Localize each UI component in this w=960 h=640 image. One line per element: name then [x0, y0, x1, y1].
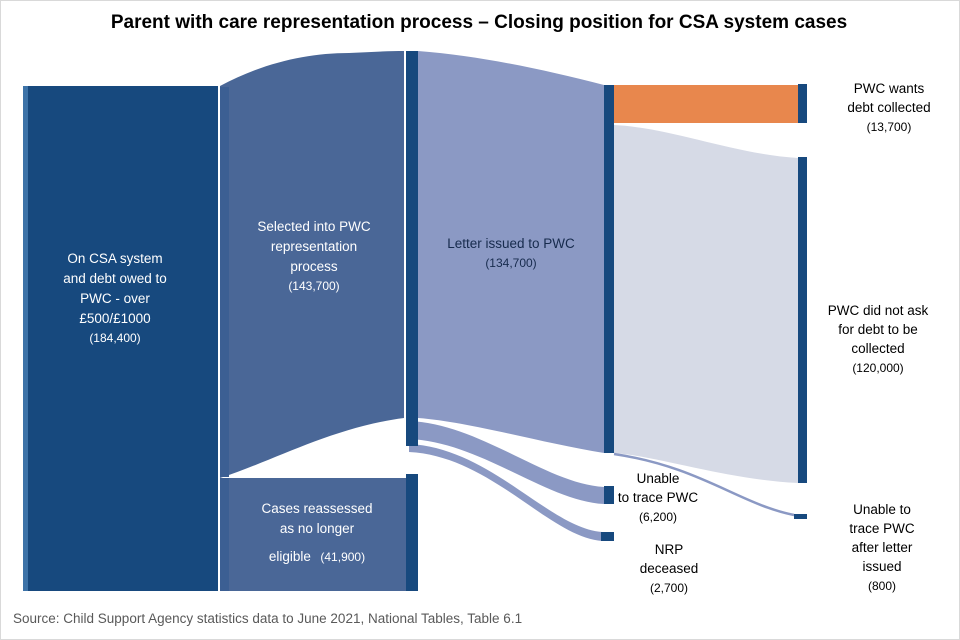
flow-letter-to-wants [614, 85, 798, 123]
node-csa-highlight [23, 86, 28, 591]
label-unable-value: (6,200) [639, 510, 677, 524]
node-reassessed-endbar [406, 474, 418, 591]
label-unableafter-line3: after letter [852, 540, 913, 555]
label-csa-line4: £500/£1000 [79, 311, 150, 326]
node-reassessed-edge-strip [220, 478, 229, 591]
node-letter-endbar [604, 85, 614, 453]
label-csa: On CSA system and debt owed to PWC - ove… [63, 251, 167, 345]
label-wants-line1: PWC wants [854, 81, 925, 96]
label-selected: Selected into PWC representation process… [257, 219, 371, 293]
label-unable-line1: Unable [637, 471, 680, 486]
chart-title: Parent with care representation process … [111, 12, 847, 33]
label-unableafter: Unable to trace PWC after letter issued … [849, 502, 915, 593]
label-letter-value: (134,700) [485, 256, 536, 270]
label-didnotask-line2: for debt to be [838, 322, 918, 337]
endbar-didnotask [798, 157, 807, 483]
label-csa-line3: PWC - over [80, 291, 150, 306]
flow-selected-to-letter [418, 51, 604, 453]
label-letter-line1: Letter issued to PWC [447, 236, 575, 251]
label-didnotask-value: (120,000) [852, 361, 903, 375]
label-nrp: NRP deceased (2,700) [640, 542, 699, 595]
label-csa-line2: and debt owed to [63, 271, 167, 286]
flow-letter-to-didnotask [614, 125, 798, 483]
flow-letter-to-unableafter [613, 452, 795, 517]
label-nrp-value: (2,700) [650, 581, 688, 595]
label-wants-value: (13,700) [867, 120, 912, 134]
label-didnotask: PWC did not ask for debt to be collected… [828, 303, 929, 375]
label-unable-line2: to trace PWC [618, 490, 699, 505]
label-reassessed-line2: as no longer [280, 521, 355, 536]
label-letter: Letter issued to PWC (134,700) [447, 236, 575, 270]
label-selected-line2: representation [271, 239, 357, 254]
node-csa-rect [23, 86, 218, 591]
label-wants-line2: debt collected [847, 100, 930, 115]
label-reassessed-value: (41,900) [320, 550, 365, 564]
label-csa-line1: On CSA system [67, 251, 162, 266]
label-unableafter-line4: issued [862, 559, 901, 574]
label-reassessed-line1: Cases reassessed [261, 501, 372, 516]
label-reassessed: Cases reassessed as no longer eligible (… [261, 501, 372, 565]
label-nrp-line1: NRP [655, 542, 684, 557]
label-wants: PWC wants debt collected (13,700) [847, 81, 930, 134]
endbar-unableafter [794, 514, 807, 519]
endbar-nrp [601, 532, 614, 541]
label-selected-line1: Selected into PWC [257, 219, 371, 234]
flow-csa-to-selected [220, 51, 404, 478]
label-unableafter-value: (800) [868, 579, 896, 593]
label-reassessed-line3: eligible (41,900) [269, 548, 365, 565]
node-selected-edge-strip [220, 87, 229, 477]
flow-selected-to-nrp [409, 444, 602, 541]
endbar-wants [798, 84, 807, 123]
label-selected-value: (143,700) [288, 279, 339, 293]
label-selected-line3: process [290, 259, 338, 274]
node-reassessed-rect [220, 478, 406, 591]
flow-selected-to-unable [409, 421, 604, 504]
label-reassessed-word: eligible [269, 549, 311, 564]
node-letter-startbar [406, 51, 418, 446]
label-csa-value: (184,400) [89, 331, 140, 345]
label-unableafter-line1: Unable to [853, 502, 911, 517]
label-unable: Unable to trace PWC (6,200) [618, 471, 699, 524]
label-didnotask-line1: PWC did not ask [828, 303, 929, 318]
source-note: Source: Child Support Agency statistics … [13, 611, 522, 626]
endbar-unable [604, 486, 614, 504]
label-didnotask-line3: collected [851, 341, 904, 356]
label-unableafter-line2: trace PWC [849, 521, 915, 536]
label-nrp-line2: deceased [640, 561, 699, 576]
